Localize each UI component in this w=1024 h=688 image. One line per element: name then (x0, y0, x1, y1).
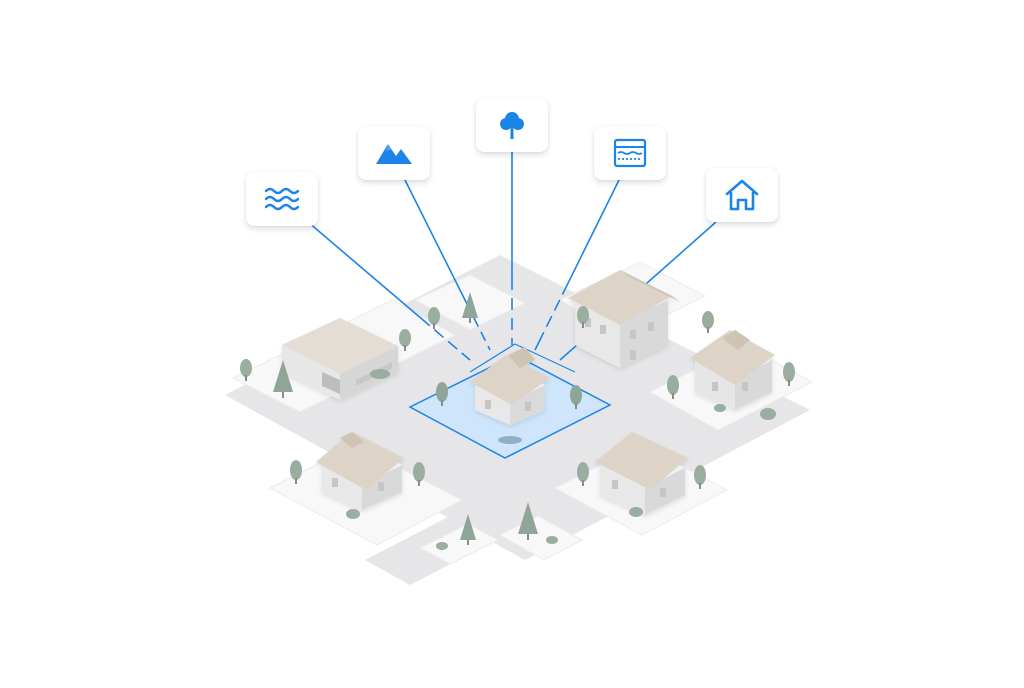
bush (346, 509, 360, 519)
house-southeast (595, 432, 688, 515)
large-house-northeast (568, 270, 680, 368)
commercial-building (282, 318, 398, 400)
tree (667, 375, 679, 399)
house-card[interactable] (706, 168, 778, 222)
tree (694, 465, 706, 489)
trees (240, 292, 795, 550)
bush (370, 369, 390, 379)
waves-card[interactable] (246, 172, 318, 226)
bush (546, 536, 558, 544)
bush (498, 436, 522, 444)
waves-icon (264, 187, 300, 211)
tree (518, 502, 538, 540)
tree (273, 360, 293, 398)
line-mountain (403, 177, 491, 351)
tree (428, 307, 440, 329)
tree (462, 292, 478, 323)
house-west (316, 432, 404, 510)
bush (714, 404, 726, 412)
mountain-icon (376, 144, 412, 164)
tree (577, 462, 589, 486)
house-icon (725, 179, 759, 211)
tree (413, 462, 425, 486)
map-layers-icon (613, 138, 647, 168)
map-layers-card[interactable] (594, 126, 666, 180)
tree (240, 359, 252, 381)
bush (760, 408, 776, 420)
tree (290, 460, 302, 484)
tree (783, 362, 795, 386)
tree (577, 306, 589, 328)
bush (629, 507, 643, 517)
tree (436, 382, 448, 406)
house-center-highlighted (470, 347, 550, 425)
tree (570, 385, 582, 409)
bush (436, 542, 448, 550)
mountain-card[interactable] (358, 126, 430, 180)
tree-card[interactable] (476, 98, 548, 152)
parcel-fence (469, 343, 576, 373)
house-east (690, 330, 775, 410)
tree (460, 514, 476, 545)
line-waves (307, 221, 471, 361)
tree-icon (500, 112, 524, 139)
lot-south-left (418, 523, 500, 565)
tree (399, 329, 411, 351)
tree (702, 311, 714, 333)
line-map (534, 177, 621, 351)
